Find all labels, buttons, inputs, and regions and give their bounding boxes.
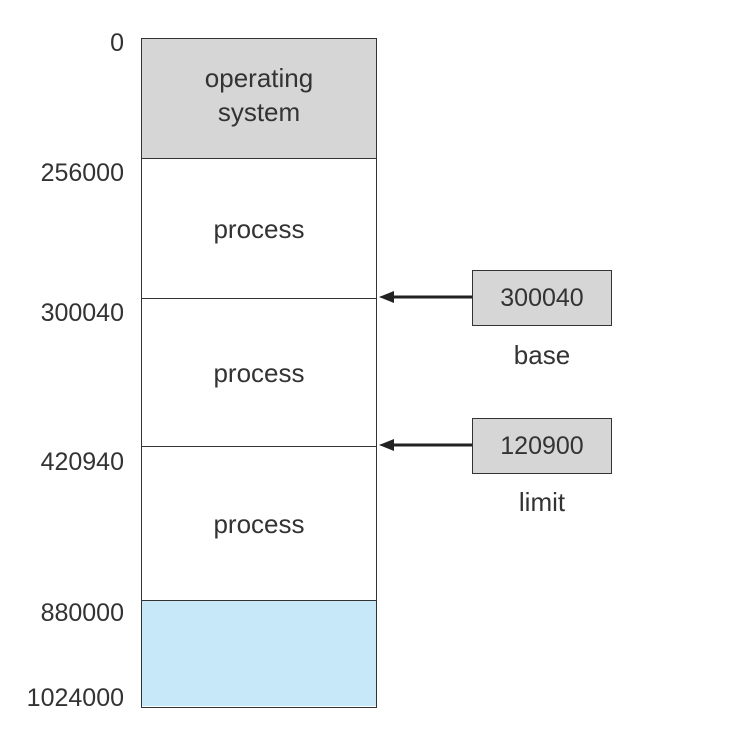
operating-system-region: operating system — [142, 39, 376, 159]
process-region-1: process — [142, 159, 376, 299]
address-label-0: 0 — [110, 29, 124, 57]
operating-system-label: operating system — [204, 62, 314, 127]
limit-register-value: 120900 — [500, 431, 584, 460]
base-register-value: 300040 — [500, 283, 584, 312]
address-label-420940: 420940 — [40, 448, 124, 476]
limit-register-label: limit — [518, 487, 566, 517]
process-label-2: process — [213, 357, 305, 388]
free-memory-region — [142, 601, 376, 706]
process-region-3: process — [142, 447, 376, 601]
address-label-300040: 300040 — [40, 299, 124, 327]
process-region-2: process — [142, 299, 376, 447]
base-register-label: base — [513, 340, 571, 370]
base-register-box: 300040 — [472, 270, 612, 326]
limit-arrow — [379, 439, 472, 451]
address-label-880000: 880000 — [40, 599, 124, 627]
address-label-256000: 256000 — [40, 159, 124, 187]
memory-diagram: operating system process process process — [141, 38, 377, 708]
process-label-1: process — [213, 213, 305, 244]
limit-register-box: 120900 — [472, 418, 612, 474]
address-label-1024000: 1024000 — [26, 684, 124, 712]
base-arrow — [379, 291, 472, 303]
process-label-3: process — [213, 508, 305, 539]
